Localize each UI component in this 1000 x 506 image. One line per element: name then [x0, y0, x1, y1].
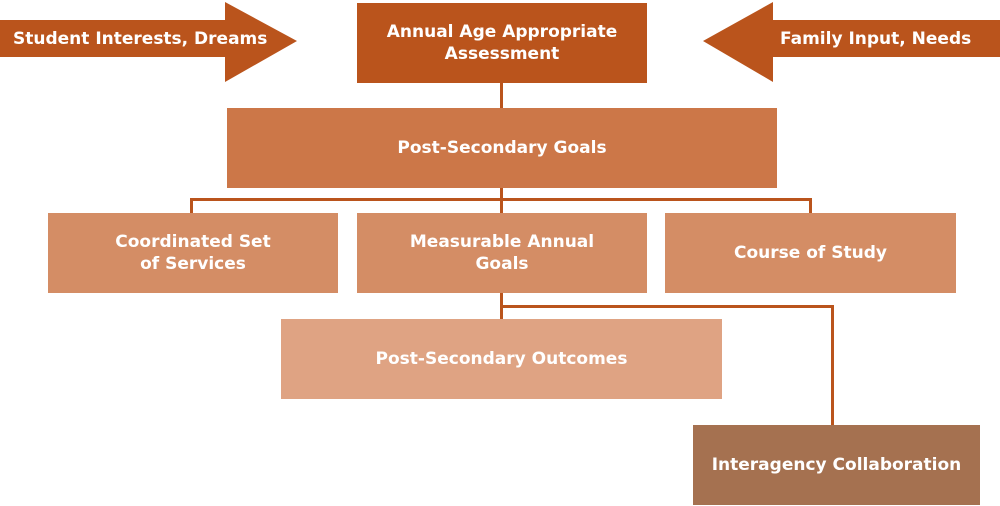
assessment-label: Annual Age Appropriate Assessment	[386, 22, 618, 64]
post-secondary-outcomes-label: Post-Secondary Outcomes	[375, 349, 628, 369]
measurable-annual-goals-box: Measurable Annual Goals	[357, 213, 647, 293]
connector-to-course	[809, 198, 812, 213]
left-arrow-label: Student Interests, Dreams	[13, 29, 268, 49]
coordinated-services-box: Coordinated Set of Services	[48, 213, 338, 293]
connector-assessment-goals	[500, 83, 503, 108]
coordinated-services-label: Coordinated Set of Services	[115, 232, 271, 274]
connector-annual-horizontal	[500, 305, 834, 308]
connector-goals-horizontal	[190, 198, 812, 201]
right-arrow-label: Family Input, Needs	[780, 29, 972, 49]
right-input-arrow	[703, 2, 1000, 82]
interagency-collaboration-box: Interagency Collaboration	[693, 425, 980, 505]
interagency-collaboration-label: Interagency Collaboration	[711, 455, 962, 475]
assessment-box: Annual Age Appropriate Assessment	[357, 3, 647, 83]
post-secondary-outcomes-box: Post-Secondary Outcomes	[281, 319, 722, 399]
post-secondary-goals-box: Post-Secondary Goals	[227, 108, 777, 188]
connector-to-collaboration	[831, 305, 834, 425]
measurable-annual-goals-label: Measurable Annual Goals	[409, 232, 595, 274]
left-input-arrow	[0, 2, 297, 82]
post-secondary-goals-label: Post-Secondary Goals	[397, 138, 607, 158]
connector-to-services	[190, 198, 193, 213]
course-of-study-box: Course of Study	[665, 213, 956, 293]
course-of-study-label: Course of Study	[734, 243, 887, 263]
